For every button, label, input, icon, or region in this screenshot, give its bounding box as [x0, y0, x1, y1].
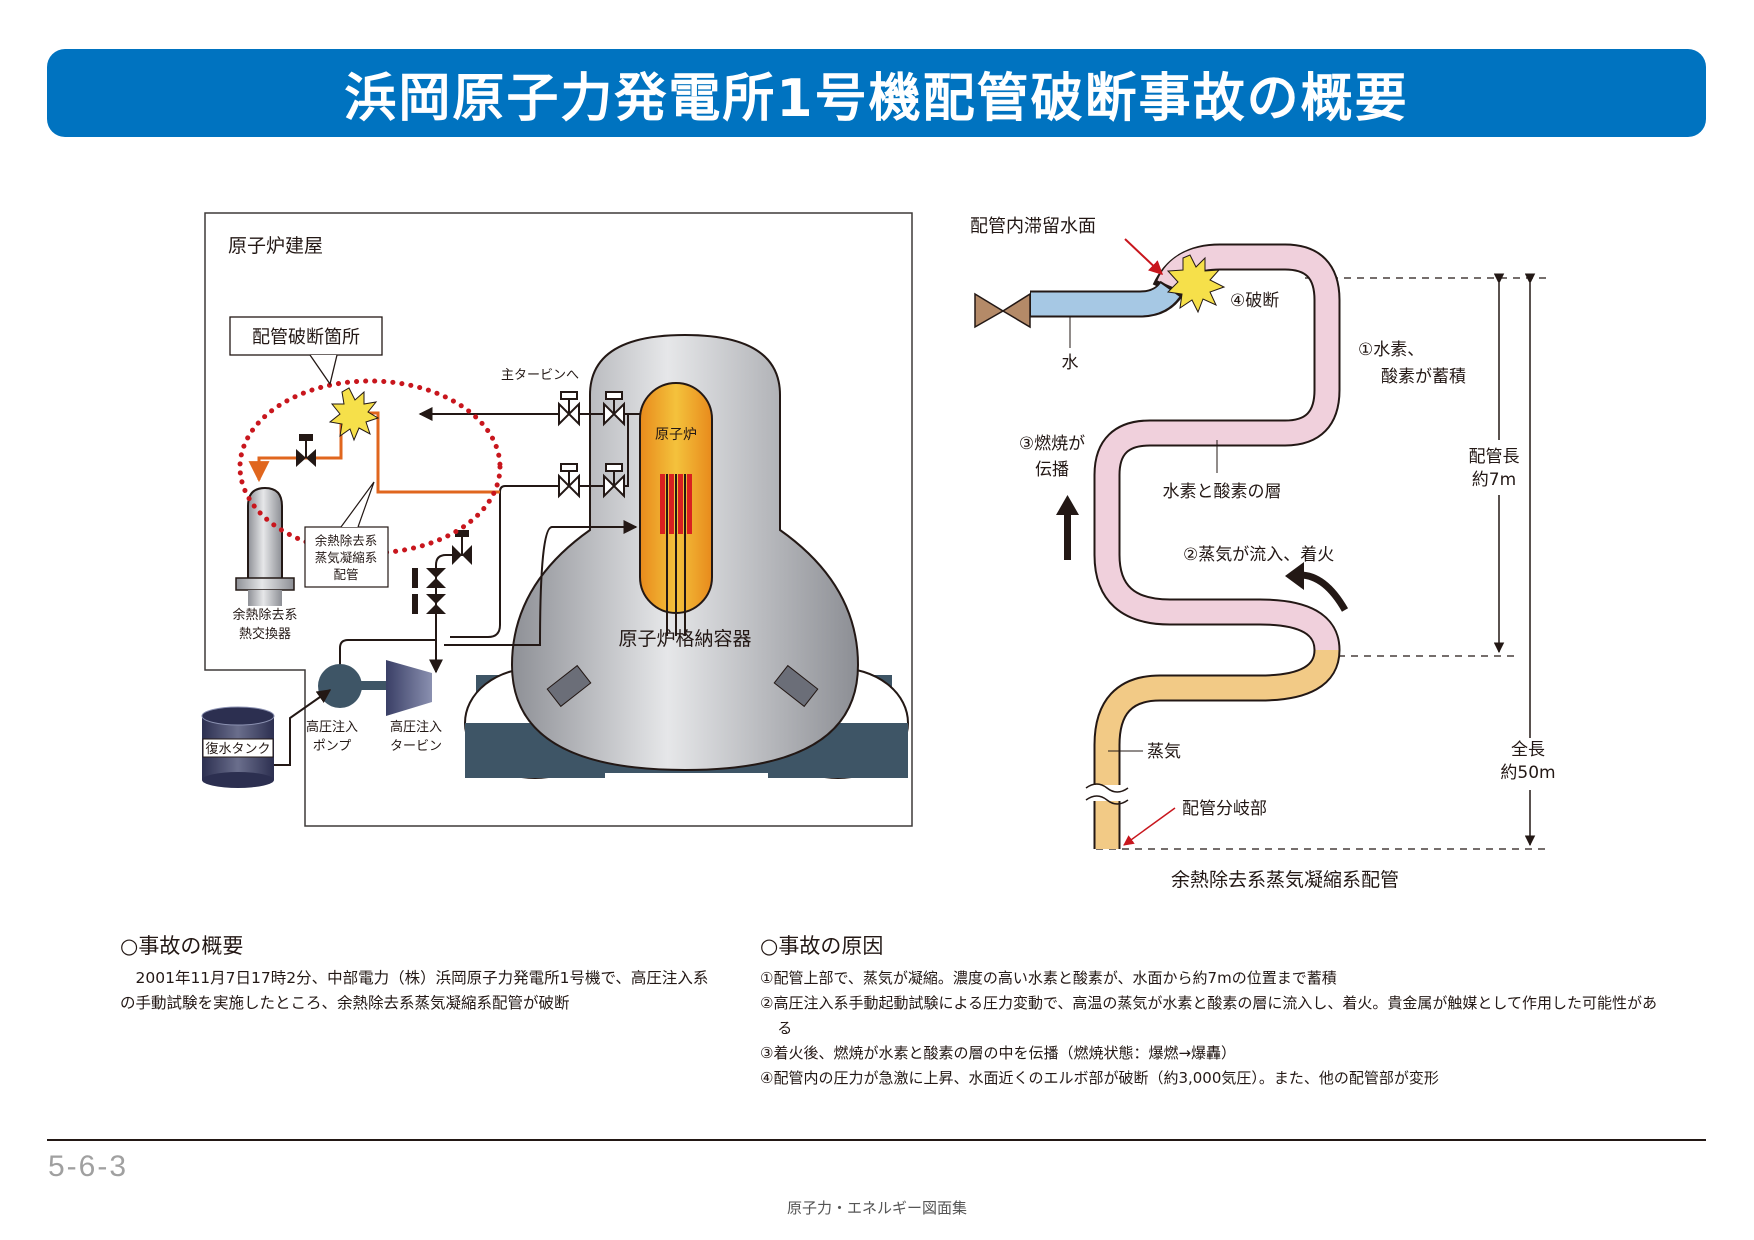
reactor-label: 原子炉 — [655, 427, 697, 443]
cause-item: ④配管内の圧力が急激に上昇、水面近くのエルボ部が破断（約3,000気圧）。また、… — [760, 1069, 1439, 1087]
break-location-callout — [229, 316, 383, 356]
pipe-length-line2: 約7m — [1472, 470, 1516, 490]
valve-icon — [558, 391, 625, 499]
page-title: 浜岡原子力発電所1号機配管破断事故の概要 — [344, 68, 1409, 129]
tank-label: 復水タンク — [205, 741, 270, 757]
pipe-callout-line2: 蒸気凝縮系 — [315, 550, 378, 565]
page-number: 5-6-3 — [48, 1150, 129, 1183]
rhr-pipe-cross-section — [1093, 243, 1341, 849]
valve-icon — [296, 434, 316, 467]
summary-heading: ○事故の概要 — [120, 934, 244, 958]
pipe-break-mark — [1085, 783, 1129, 805]
pump-label-line1: 高圧注入 — [306, 719, 358, 735]
hx-label-line1: 余熱除去系 — [232, 607, 297, 623]
footer-caption: 原子力・エネルギー図面集 — [786, 1199, 967, 1217]
branch-label: 配管分岐部 — [1182, 799, 1267, 819]
propagation-arrow-icon — [1056, 495, 1079, 560]
pipe-callout-line3: 配管 — [333, 567, 358, 582]
causes-list: ①配管上部で、蒸気が凝縮。濃度の高い水素と酸素が、水面から約7mの位置まで蓄積 … — [760, 966, 1660, 1091]
condensate-tank — [201, 706, 275, 788]
burst-icon — [1166, 254, 1226, 314]
reactor-building-outline — [204, 212, 913, 827]
cause-item: ②高圧注入系手動起動試験による圧力変動で、高温の蒸気が水素と酸素の層に流入し、着… — [760, 994, 1657, 1037]
main-turbine-label: 主タービンへ — [501, 368, 579, 383]
accumulation-line2: 酸素が蓄積 — [1381, 367, 1466, 387]
cause-item: ①配管上部で、蒸気が凝縮。濃度の高い水素と酸素が、水面から約7mの位置まで蓄積 — [760, 969, 1337, 987]
pipe-length-line1: 配管長 — [1469, 447, 1520, 467]
total-length-line1: 全長 — [1511, 740, 1545, 760]
fuel-rods — [660, 474, 692, 636]
rupture-label: ④破断 — [1230, 291, 1279, 311]
pipe-callout-line1: 余熱除去系 — [315, 533, 378, 548]
total-length-line2: 約50m — [1500, 763, 1555, 783]
summary-section: ○事故の概要 2001年11月7日17時2分、中部電力（株）浜岡原子力発電所1号… — [120, 930, 710, 1016]
right-diagram-caption: 余熱除去系蒸気凝縮系配管 — [1171, 869, 1399, 891]
steam-label: 蒸気 — [1147, 742, 1181, 762]
pump-label-line2: ポンプ — [313, 739, 352, 754]
propagation-line1: ③燃焼が — [1019, 434, 1085, 454]
burst-icon — [328, 387, 380, 442]
hpci-turbine — [386, 660, 432, 716]
tank-to-pump-line — [274, 689, 332, 766]
break-location-label: 配管破断箇所 — [252, 327, 360, 348]
footer-divider — [47, 1139, 1706, 1141]
causes-heading: ○事故の原因 — [760, 934, 884, 958]
propagation-line2: 伝播 — [1035, 460, 1069, 480]
reference-lines — [1096, 277, 1550, 850]
water-surface-pointer — [1124, 238, 1164, 275]
hx-label-line2: 熱交換器 — [239, 626, 291, 642]
containment-label: 原子炉格納容器 — [618, 628, 751, 650]
building-label: 原子炉建屋 — [228, 235, 323, 257]
dimension-arrows — [1493, 273, 1536, 847]
turbine-label-line1: 高圧注入 — [390, 719, 442, 735]
water-surface-label: 配管内滞留水面 — [970, 216, 1096, 237]
ignition-label: ②蒸気が流入、着火 — [1183, 545, 1334, 565]
summary-body: 2001年11月7日17時2分、中部電力（株）浜岡原子力発電所1号機で、高圧注入… — [120, 969, 709, 1012]
title-banner: 浜岡原子力発電所1号機配管破断事故の概要 — [47, 49, 1706, 137]
layer-label: 水素と酸素の層 — [1163, 482, 1282, 502]
water-label: 水 — [1062, 353, 1079, 373]
hpci-valve-icons — [412, 530, 472, 614]
turbine-label-line2: タービン — [390, 739, 442, 754]
rhr-steam-condensing-pipe — [248, 411, 500, 494]
valve-icon — [974, 292, 1031, 329]
branch-pointer — [1123, 807, 1176, 846]
heat-exchanger — [235, 486, 295, 606]
pipe-callout — [304, 526, 389, 588]
cause-item: ③着火後、燃焼が水素と酸素の層の中を伝播（燃焼状態：爆燃→爆轟） — [760, 1044, 1237, 1062]
causes-section: ○事故の原因 ①配管上部で、蒸気が凝縮。濃度の高い水素と酸素が、水面から約7mの… — [760, 930, 1660, 1091]
ignition-arrow-icon — [1285, 562, 1349, 612]
accumulation-line1: ①水素、 — [1358, 340, 1424, 360]
